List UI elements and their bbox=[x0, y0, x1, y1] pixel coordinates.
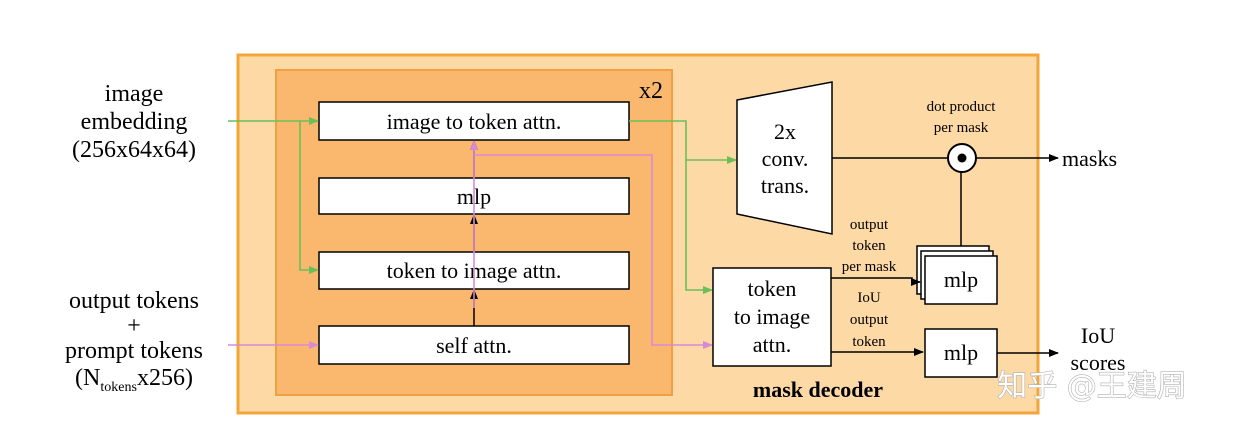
pink-token-branch-up bbox=[473, 154, 713, 349]
green-embed-branch bbox=[299, 121, 319, 274]
output-token-label-3: per mask bbox=[842, 259, 897, 275]
iou-mlp-label: mlp bbox=[944, 340, 978, 365]
tokens-shape-sub: tokens bbox=[100, 380, 137, 395]
conv-label-1: 2x bbox=[774, 119, 796, 144]
masks-output-label: masks bbox=[1062, 146, 1117, 171]
iou-token-label-1: IoU bbox=[857, 290, 880, 306]
prompt-tokens-label: prompt tokens bbox=[65, 338, 203, 364]
final-attn-label-2: to image bbox=[734, 304, 810, 329]
image-embedding-label-3: (256x64x64) bbox=[72, 137, 196, 163]
iou-mlp-block bbox=[924, 328, 998, 378]
dot-product-label-2: per mask bbox=[934, 120, 989, 136]
tokens-shape-open: (N bbox=[75, 365, 100, 391]
tokens-shape-close: x256) bbox=[137, 365, 193, 391]
self-attn-label: self attn. bbox=[436, 333, 512, 358]
tokens-shape-label: (Ntokensx256) bbox=[75, 365, 193, 395]
image-embedding-label-2: embedding bbox=[81, 109, 188, 135]
conv-label-2: conv. bbox=[762, 146, 809, 171]
image-to-token-attn-label: image to token attn. bbox=[387, 109, 562, 134]
iou-token-label-3: token bbox=[852, 334, 886, 350]
final-attn-label-3: attn. bbox=[753, 332, 792, 357]
plus-label: + bbox=[127, 313, 141, 339]
output-token-label-2: token bbox=[852, 238, 886, 254]
green-to-final-attn bbox=[685, 160, 713, 294]
image-embedding-label-1: image bbox=[105, 81, 164, 107]
dot-product-label-1: dot product bbox=[927, 99, 997, 115]
final-token-to-image-attn-block bbox=[712, 267, 832, 367]
iou-scores-label-2: scores bbox=[1071, 350, 1126, 375]
iou-scores-label-1: IoU bbox=[1081, 323, 1115, 348]
mlp-stack-front bbox=[924, 255, 998, 305]
mlp-stack-label: mlp bbox=[944, 267, 978, 292]
output-token-label-1: output bbox=[850, 217, 889, 233]
mask-decoder-title: mask decoder bbox=[753, 377, 883, 402]
watermark: 知乎 @王建周 bbox=[997, 369, 1187, 404]
repeat-label: x2 bbox=[639, 78, 663, 104]
output-tokens-label: output tokens bbox=[69, 288, 199, 314]
conv-label-3: trans. bbox=[761, 173, 809, 198]
green-to-conv bbox=[629, 120, 737, 164]
iou-token-label-2: output bbox=[850, 312, 889, 328]
self-attn-block bbox=[318, 325, 630, 365]
dot-product-node-center bbox=[957, 153, 967, 163]
final-attn-label-1: token bbox=[748, 276, 797, 301]
attn-to-mlp-stack-arrow bbox=[831, 277, 921, 286]
conv-trans-block bbox=[736, 81, 833, 235]
